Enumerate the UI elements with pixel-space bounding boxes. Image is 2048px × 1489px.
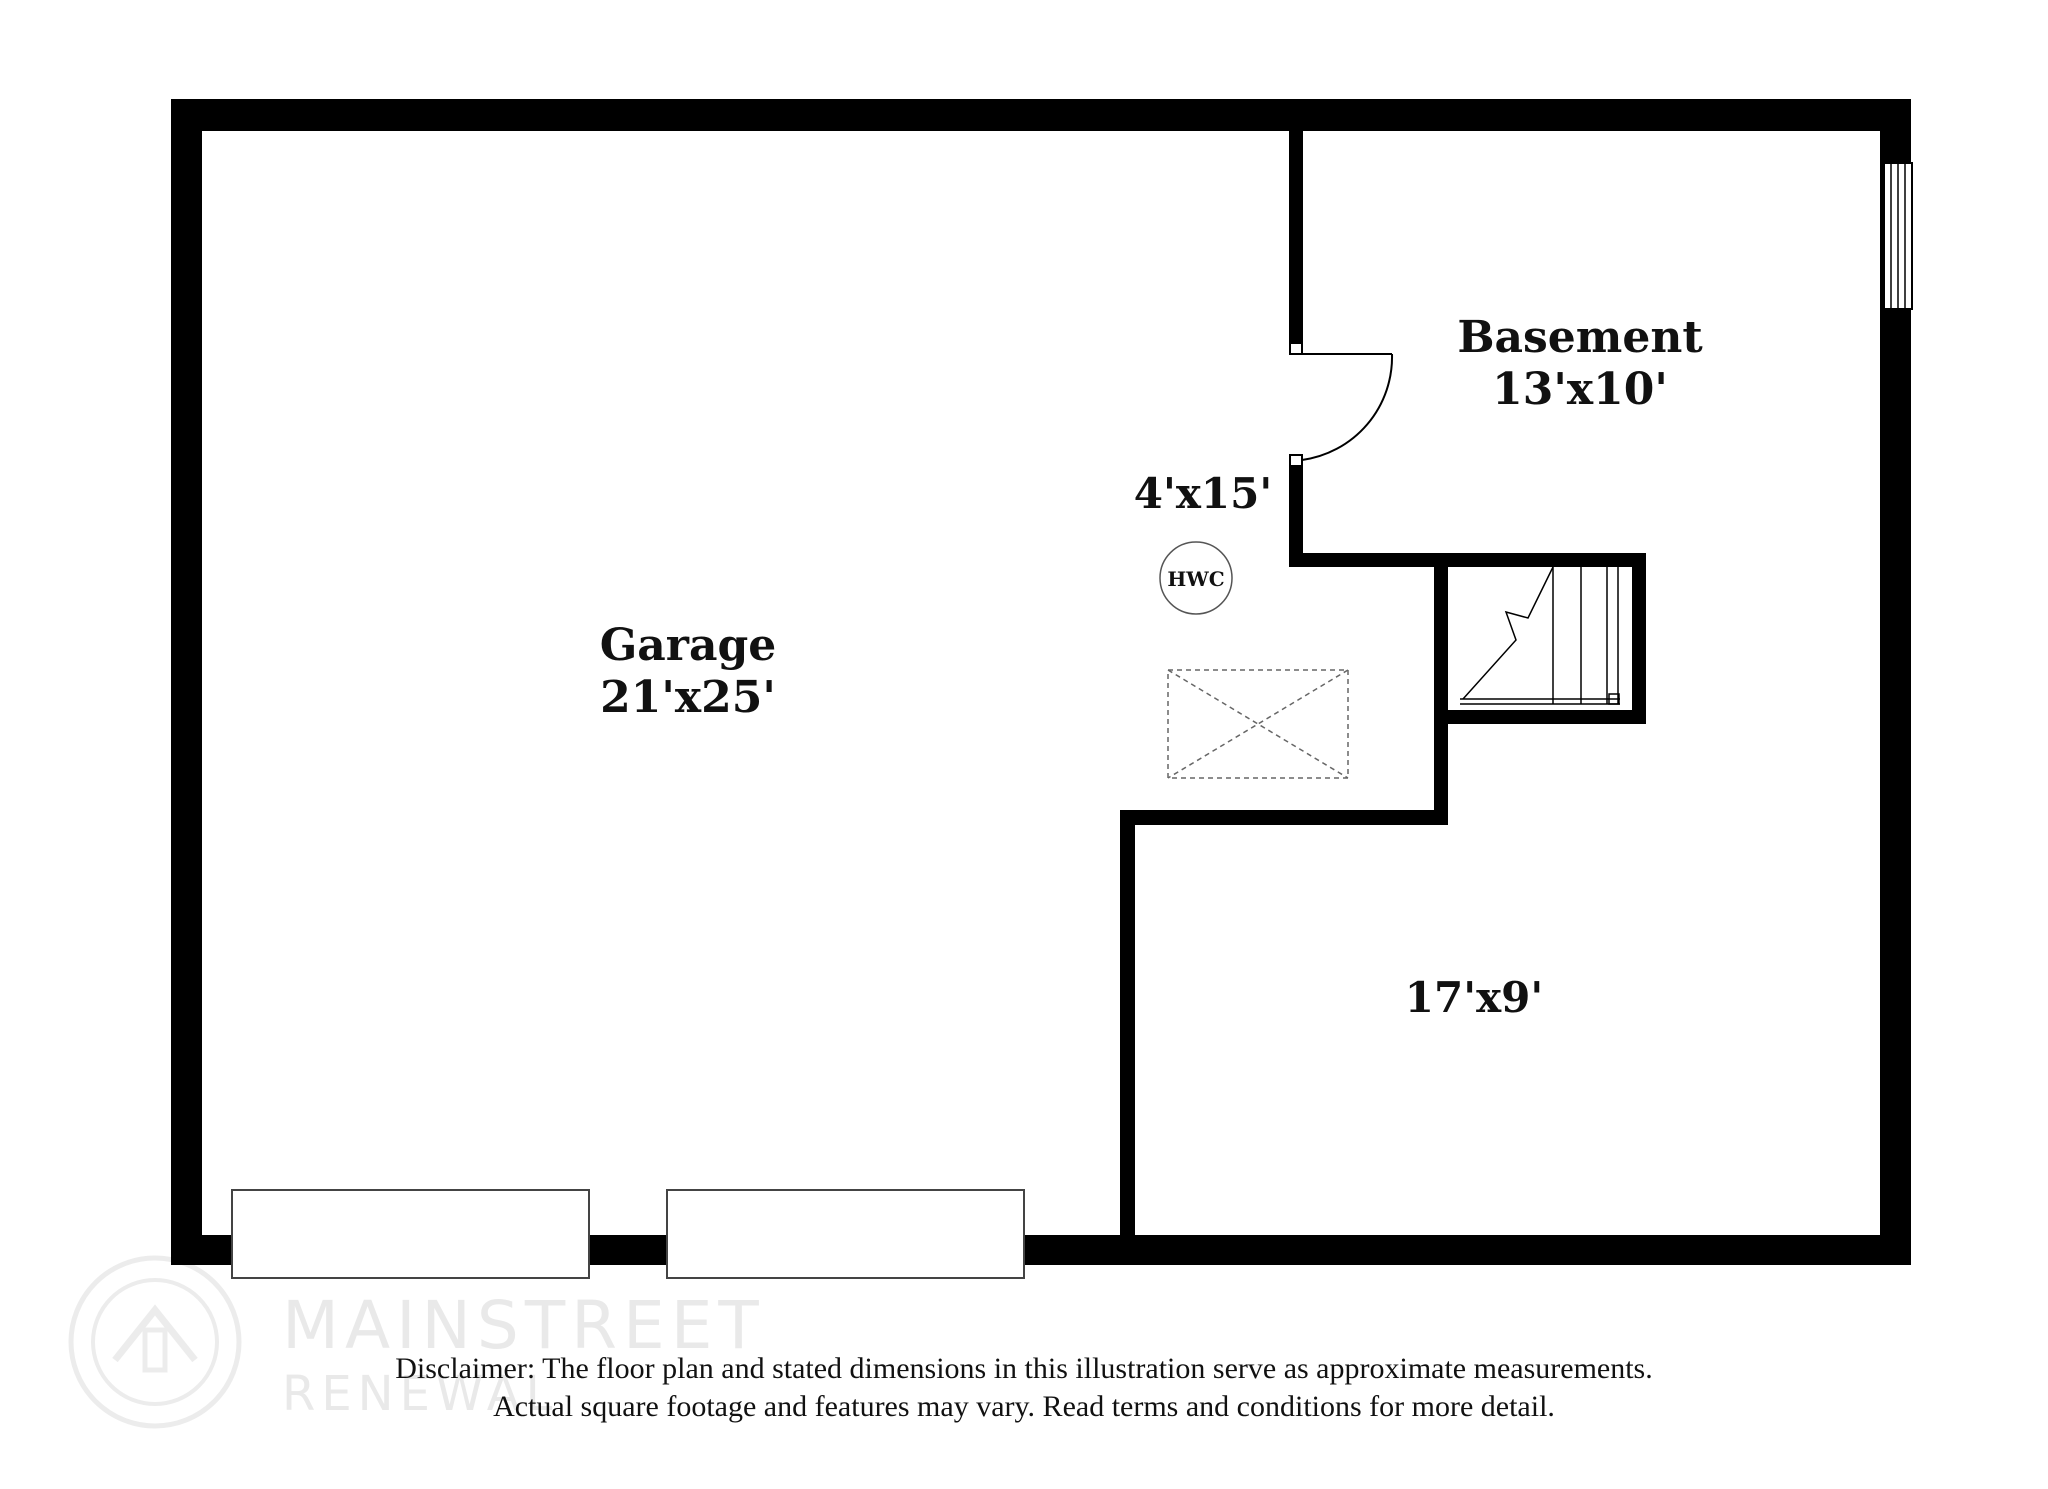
garage-size: 21'x25' <box>600 672 776 723</box>
wall-stair-top <box>1289 553 1646 567</box>
wall-step-horizontal <box>1120 810 1448 825</box>
wall-step-vertical <box>1434 710 1448 825</box>
wall-hall-upper <box>1289 130 1303 354</box>
mainstreet-logo-icon <box>68 1255 242 1429</box>
wall-lower-room-west <box>1120 810 1135 1250</box>
basement-name: Basement <box>1457 312 1703 363</box>
hallway-size: 4'x15' <box>1134 469 1272 518</box>
garage-door-right <box>666 1189 1025 1279</box>
window <box>1883 162 1913 310</box>
wall-north <box>171 99 1911 131</box>
hwc-label: HWC <box>1167 567 1224 591</box>
lower-room-size: 17'x9' <box>1405 973 1543 1022</box>
basement-size: 13'x10' <box>1492 364 1668 415</box>
door <box>1289 342 1394 467</box>
garage-name: Garage <box>600 620 777 671</box>
disclaimer: Disclaimer: The floor plan and stated di… <box>224 1350 1824 1426</box>
wall-hall-lower <box>1289 465 1303 565</box>
interior-walls <box>1120 130 1646 1250</box>
water-heater-icon <box>1159 541 1233 615</box>
floor-opening <box>1167 669 1349 779</box>
wall-stair-right <box>1632 553 1646 723</box>
exterior-walls <box>171 99 1911 1265</box>
garage-door-left <box>231 1189 590 1279</box>
disclaimer-line2: Actual square footage and features may v… <box>493 1390 1555 1423</box>
wall-stair-left <box>1434 553 1448 715</box>
watermark-line1: MAINSTREET <box>282 1287 765 1364</box>
staircase <box>1460 566 1620 705</box>
garage-doors <box>231 1189 1025 1279</box>
disclaimer-line1: Disclaimer: The floor plan and stated di… <box>395 1352 1653 1385</box>
wall-west <box>171 99 202 1265</box>
watermark-line2: RENEWAL <box>282 1366 558 1422</box>
wall-stair-bottom <box>1448 710 1646 724</box>
